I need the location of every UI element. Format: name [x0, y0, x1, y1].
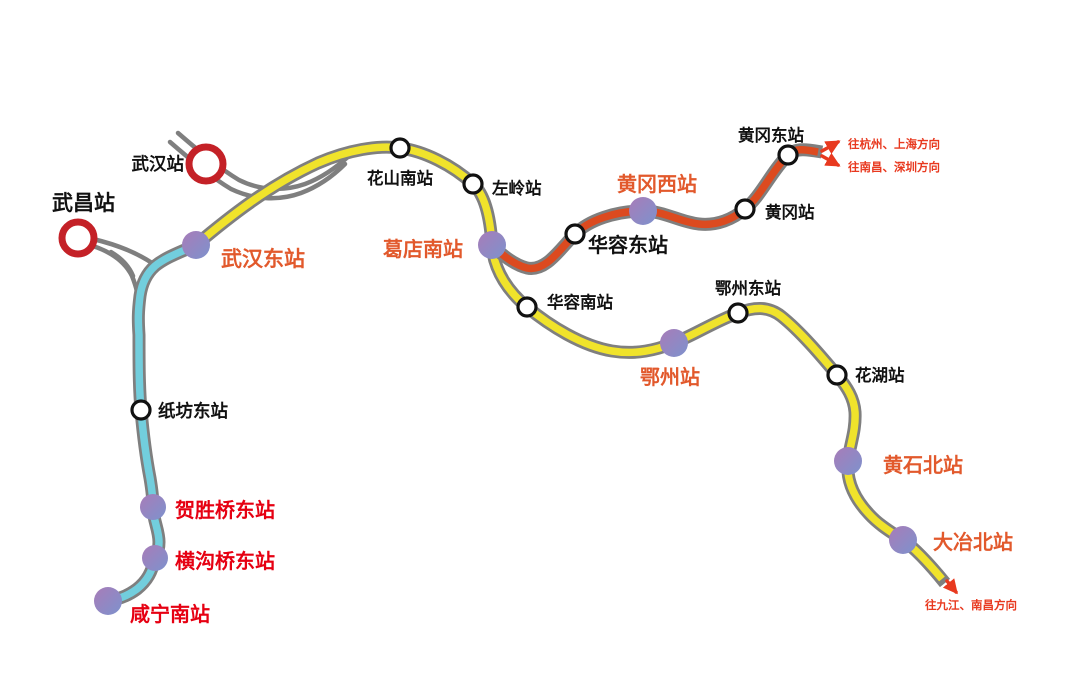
yellow-main-line	[191, 140, 951, 588]
station-marker-huanggang-east	[777, 144, 799, 166]
station-label-huanggang: 黄冈站	[765, 202, 815, 222]
arrow-hangzhou-shanghai	[820, 140, 841, 155]
station-marker-huarong-south	[516, 296, 538, 318]
station-marker-gedian-south	[478, 231, 506, 259]
wye-track-upper	[90, 236, 155, 266]
station-marker-huahu	[826, 364, 848, 386]
direction-arrows	[820, 140, 958, 595]
station-label-huanggang-east: 黄冈东站	[738, 125, 805, 145]
station-label-wuchang: 武昌站	[52, 191, 115, 215]
station-label-zhifang-east: 纸坊东站	[158, 401, 228, 422]
arrow-nanchang-shenzhen	[820, 152, 841, 167]
station-marker-huarong-east	[564, 223, 586, 245]
station-marker-heshengqiao-east	[140, 494, 166, 520]
station-marker-huanggang-west	[629, 197, 657, 225]
station-label-henggouqiao-east: 横沟桥东站	[175, 549, 275, 573]
station-label-huarong-east: 华容东站	[588, 233, 668, 257]
station-marker-huangshi-north	[834, 447, 862, 475]
direction-label-nanchang-shenzhen: 往南昌、深圳方向	[848, 160, 940, 174]
station-label-huanggang-west: 黄冈西站	[617, 172, 697, 196]
station-label-wuhan-east: 武汉东站	[221, 247, 305, 271]
station-label-daye-north: 大冶北站	[933, 530, 1013, 554]
station-labels: 武昌站 武汉站 武汉东站 花山南站 左岭站 葛店南站 华容东站 黄冈西站 黄冈站…	[52, 125, 1013, 626]
direction-labels: 往杭州、上海方向 往南昌、深圳方向 往九江、南昌方向	[848, 137, 1017, 612]
wye-track-inner	[108, 249, 136, 279]
station-marker-zuoling	[462, 173, 484, 195]
station-marker-huashan-south	[389, 137, 411, 159]
station-label-ezhou: 鄂州站	[640, 365, 700, 389]
station-label-wuhan: 武汉站	[132, 154, 185, 175]
station-label-gedian-south: 葛店南站	[382, 237, 463, 261]
direction-label-hangzhou-shanghai: 往杭州、上海方向	[848, 137, 940, 151]
arrow-jiujiang-nanchang	[942, 578, 958, 595]
station-marker-henggouqiao-east	[142, 545, 168, 571]
station-marker-huanggang	[734, 198, 756, 220]
station-marker-ezhou	[660, 329, 688, 357]
station-marker-xianning-south	[94, 587, 122, 615]
station-label-zuoling: 左岭站	[492, 178, 542, 198]
yellow-line-core	[193, 143, 945, 582]
station-marker-wuchang	[58, 218, 98, 258]
station-label-huashan-south: 花山南站	[367, 168, 434, 188]
station-marker-ezhou-east	[727, 302, 749, 324]
station-markers	[58, 137, 917, 615]
station-label-huangshi-north: 黄石北站	[883, 453, 963, 477]
station-marker-zhifang-east	[130, 399, 152, 421]
station-label-ezhou-east: 鄂州东站	[715, 278, 782, 298]
station-label-xianning-south: 咸宁南站	[130, 602, 210, 626]
station-label-huahu: 花湖站	[855, 365, 905, 385]
station-label-heshengqiao-east: 贺胜桥东站	[175, 498, 275, 522]
station-label-huarong-south: 华容南站	[547, 292, 614, 312]
station-marker-wuhan	[185, 143, 227, 185]
station-marker-daye-north	[889, 526, 917, 554]
station-marker-wuhan-east	[182, 231, 210, 259]
direction-label-jiujiang-nanchang: 往九江、南昌方向	[925, 598, 1017, 612]
